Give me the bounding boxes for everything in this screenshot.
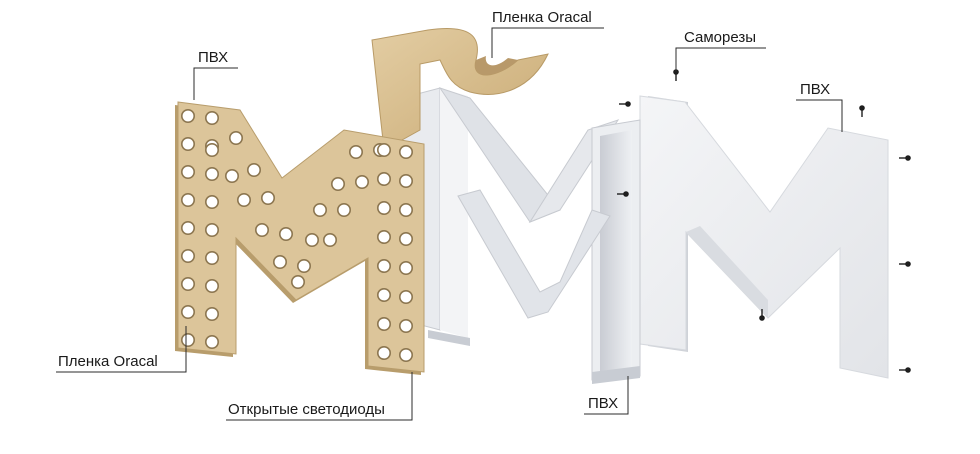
led-hole xyxy=(206,144,218,156)
led-hole xyxy=(226,170,238,182)
led-hole xyxy=(238,194,250,206)
led-hole xyxy=(206,112,218,124)
screw-icon xyxy=(899,367,911,373)
led-hole xyxy=(206,196,218,208)
led-hole xyxy=(206,168,218,180)
led-hole xyxy=(338,204,350,216)
led-hole xyxy=(400,262,412,274)
led-hole xyxy=(182,278,194,290)
led-hole xyxy=(400,320,412,332)
led-hole xyxy=(400,146,412,158)
back-pvc-panel xyxy=(640,96,888,378)
led-hole xyxy=(292,276,304,288)
led-hole xyxy=(400,175,412,187)
front-panel xyxy=(175,102,424,375)
led-hole xyxy=(400,349,412,361)
led-hole xyxy=(230,132,242,144)
led-hole xyxy=(206,280,218,292)
led-hole xyxy=(378,318,390,330)
led-hole xyxy=(280,228,292,240)
led-hole xyxy=(206,252,218,264)
led-hole xyxy=(378,144,390,156)
led-hole xyxy=(378,347,390,359)
led-hole xyxy=(182,110,194,122)
label-screws: Саморезы xyxy=(684,29,756,46)
led-hole xyxy=(332,178,344,190)
led-hole xyxy=(274,256,286,268)
label-oracal-top: Пленка Oracal xyxy=(492,9,592,26)
led-hole xyxy=(400,233,412,245)
leader-screws xyxy=(676,48,766,72)
label-pvc-left: ПВХ xyxy=(198,49,228,66)
led-hole xyxy=(378,289,390,301)
led-hole xyxy=(182,250,194,262)
led-hole xyxy=(400,291,412,303)
screw-icon xyxy=(619,101,631,107)
led-hole xyxy=(324,234,336,246)
led-hole xyxy=(378,202,390,214)
led-hole xyxy=(400,204,412,216)
screw-icon xyxy=(859,105,865,117)
back-panel-face xyxy=(640,96,888,378)
leader-pvc-left xyxy=(194,68,238,100)
led-hole xyxy=(256,224,268,236)
led-hole xyxy=(306,234,318,246)
led-hole xyxy=(248,164,260,176)
label-oracal-left: Пленка Oracal xyxy=(58,353,158,370)
screw-icon xyxy=(899,155,911,161)
screw-icon xyxy=(899,261,911,267)
led-hole xyxy=(356,176,368,188)
side-wall-left-front xyxy=(440,88,468,338)
led-hole xyxy=(378,231,390,243)
led-hole xyxy=(314,204,326,216)
led-hole xyxy=(182,334,194,346)
led-hole xyxy=(182,306,194,318)
led-hole xyxy=(182,194,194,206)
led-hole xyxy=(206,308,218,320)
led-hole xyxy=(206,224,218,236)
led-hole xyxy=(378,260,390,272)
led-hole xyxy=(262,192,274,204)
label-leds: Открытые светодиоды xyxy=(228,401,385,418)
led-hole xyxy=(298,260,310,272)
pvc-side-wall xyxy=(402,88,640,384)
label-pvc-right: ПВХ xyxy=(800,81,830,98)
led-hole xyxy=(206,336,218,348)
led-hole xyxy=(182,166,194,178)
led-hole xyxy=(350,146,362,158)
label-pvc-bottom: ПВХ xyxy=(588,395,618,412)
led-hole xyxy=(182,222,194,234)
side-wall-right-inner xyxy=(600,130,632,372)
led-hole xyxy=(182,138,194,150)
leader-pvc-right xyxy=(796,100,842,132)
led-hole xyxy=(378,173,390,185)
